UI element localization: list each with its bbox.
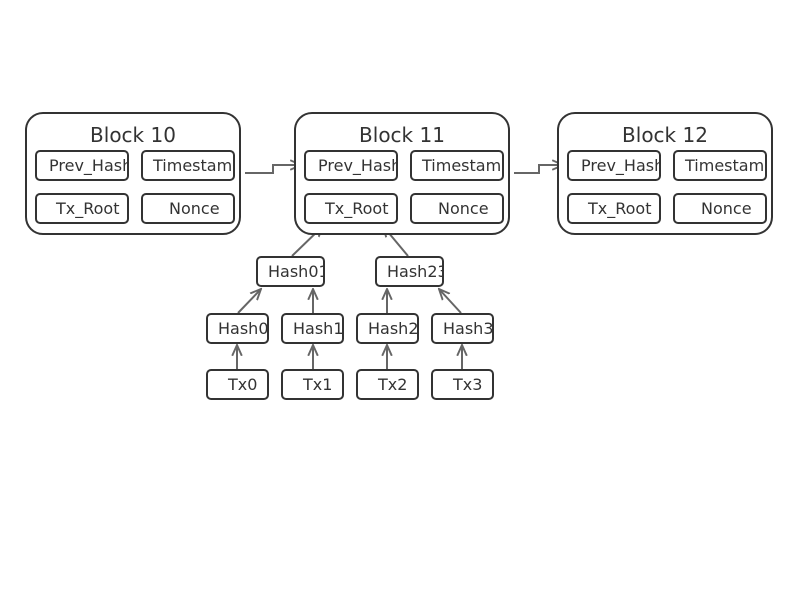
- prev-hash-field: Prev_Hash: [304, 150, 398, 181]
- timestamp-field: Timestamp: [673, 150, 767, 181]
- block-10: Block 10 Prev_Hash Timestamp Tx_Root Non…: [25, 112, 241, 235]
- merkle-node-hash1: Hash1: [281, 313, 344, 344]
- transaction-node-tx2: Tx2: [356, 369, 419, 400]
- merkle-node-hash3: Hash3: [431, 313, 494, 344]
- nonce-field: Nonce: [410, 193, 504, 224]
- merkle-node-hash2: Hash2: [356, 313, 419, 344]
- chain-arrow-10-to-11: [245, 165, 301, 174]
- edge-hash3-to-hash23: [439, 289, 462, 314]
- merkle-node-hash0: Hash0: [206, 313, 269, 344]
- transaction-node-tx1: Tx1: [281, 369, 344, 400]
- nonce-field: Nonce: [141, 193, 235, 224]
- block-11: Block 11 Prev_Hash Timestamp Tx_Root Non…: [294, 112, 510, 235]
- transaction-node-tx3: Tx3: [431, 369, 494, 400]
- merkle-node-hash01: Hash01: [256, 256, 325, 287]
- block-title: Block 12: [622, 123, 708, 147]
- merkle-node-hash23: Hash23: [375, 256, 444, 287]
- prev-hash-field: Prev_Hash: [35, 150, 129, 181]
- transaction-node-tx0: Tx0: [206, 369, 269, 400]
- prev-hash-field: Prev_Hash: [567, 150, 661, 181]
- tx-root-field: Tx_Root: [567, 193, 661, 224]
- tx-root-field: Tx_Root: [304, 193, 398, 224]
- block-12: Block 12 Prev_Hash Timestamp Tx_Root Non…: [557, 112, 773, 235]
- block-title: Block 10: [90, 123, 176, 147]
- edge-hash0-to-hash01: [237, 289, 261, 314]
- nonce-field: Nonce: [673, 193, 767, 224]
- tx-root-field: Tx_Root: [35, 193, 129, 224]
- timestamp-field: Timestamp: [410, 150, 504, 181]
- block-title: Block 11: [359, 123, 445, 147]
- chain-arrow-11-to-12: [514, 165, 563, 174]
- timestamp-field: Timestamp: [141, 150, 235, 181]
